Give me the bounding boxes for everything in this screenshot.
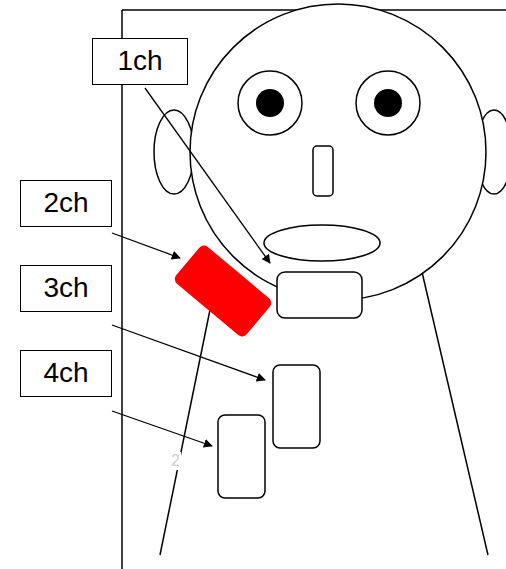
ear: [154, 110, 194, 194]
channel-label: 1ch: [117, 46, 162, 77]
channel-label: 2ch: [43, 188, 88, 219]
nose: [313, 146, 333, 196]
body-outline: [160, 300, 212, 555]
electrode-pad-active: [172, 243, 273, 339]
electrode-pad: [273, 365, 320, 448]
eye: [356, 71, 420, 135]
channel-label-box: 4ch: [20, 350, 112, 397]
channel-label: 3ch: [43, 273, 88, 304]
electrode-pad: [277, 272, 362, 318]
faint-number: 2: [170, 452, 181, 470]
pupil: [374, 89, 402, 117]
eye: [238, 71, 302, 135]
leader-arrow: [112, 233, 180, 258]
leader-arrow: [145, 88, 270, 263]
head: [190, 4, 486, 300]
channel-label: 4ch: [43, 358, 88, 389]
body-outline: [422, 272, 488, 555]
channel-label-box: 2ch: [20, 180, 112, 227]
pupil: [256, 89, 284, 117]
mouth: [264, 225, 380, 261]
frame-line: [121, 10, 123, 569]
channel-label-box: 3ch: [20, 265, 112, 312]
channel-label-box: 1ch: [92, 38, 188, 85]
electrode-pad: [218, 415, 265, 498]
leader-arrow: [112, 411, 212, 446]
leader-arrow: [112, 325, 265, 380]
